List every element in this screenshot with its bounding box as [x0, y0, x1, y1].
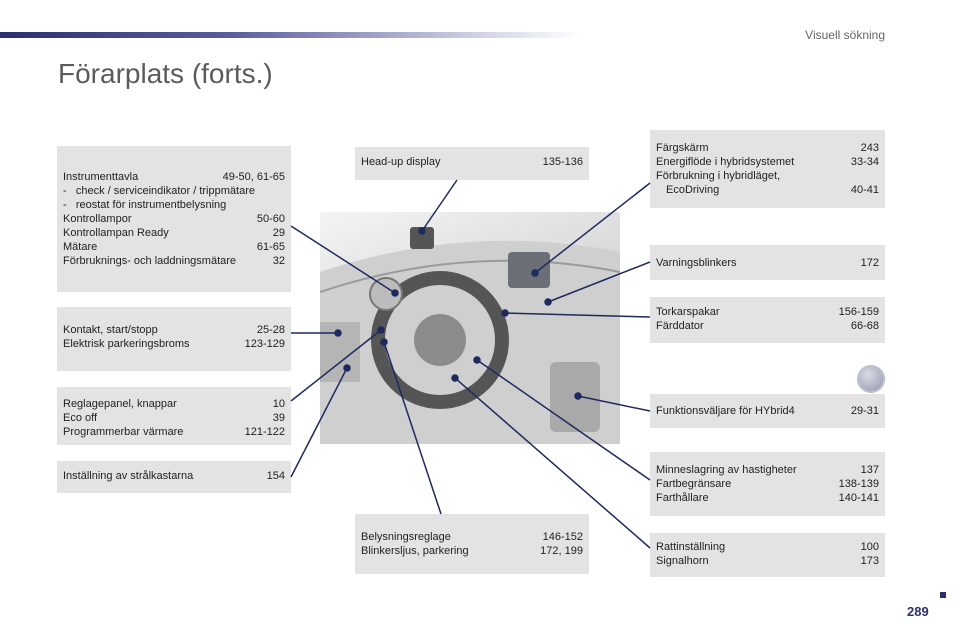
- page-number: 289: [907, 604, 929, 619]
- ref-row: Förbrukning i hybridläget,: [656, 170, 781, 182]
- section-title: Visuell sökning: [805, 28, 885, 42]
- screen: [508, 252, 550, 288]
- dashboard-photo: [320, 212, 620, 444]
- hybrid-selector-icon: [857, 365, 885, 393]
- ref-row: reostat för instrumentbelysning: [63, 198, 285, 212]
- steering-wheel: [371, 271, 509, 409]
- page-marker: [940, 592, 946, 598]
- ref-row: check / serviceindikator / trippmätare: [63, 184, 285, 198]
- page-title: Förarplats (forts.): [58, 58, 273, 89]
- header-bar: [0, 32, 580, 38]
- head-up-unit: [410, 227, 434, 249]
